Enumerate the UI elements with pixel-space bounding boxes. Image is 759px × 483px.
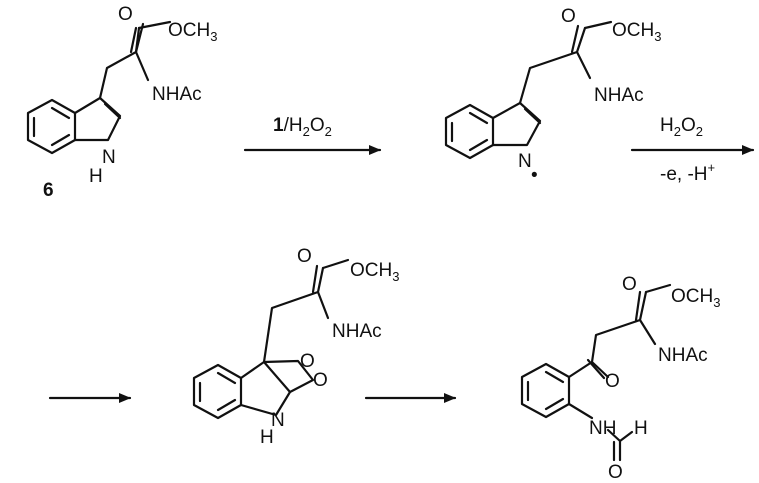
pyrrole-ring [73,96,122,142]
indolyl-radical: O OCH3 NHAc N • [444,6,661,186]
indole-h-label: H [89,166,103,187]
carbonyl-bond [129,22,145,54]
methoxy-label: OCH3 [168,20,217,44]
side-chain [98,26,150,100]
carbonyl-bond [570,24,580,54]
carbonyl-bond [311,264,319,294]
ester-o-label: O [622,274,637,295]
nhac-label: NHAc [658,345,708,366]
formyl-h-label: H [634,418,648,439]
carbonyl-bond [634,290,642,322]
indoline-ring [239,360,292,417]
benzene-double-bonds [32,106,71,147]
step2-reagent: H2O2 [660,115,703,139]
pyrrole-double-bond [103,102,122,120]
side-chain [567,290,657,379]
step2-conditions: -e, -H+ [660,160,715,185]
indoline-n-label: N [271,410,285,431]
side-chain [518,26,592,105]
radical-n-label: N [518,151,532,172]
step1-reagent: 1/H2O2 [273,115,332,139]
formamide-bonds [567,402,634,462]
benzene-double-bonds [526,370,565,411]
pyrrole-double-bond [523,107,542,125]
indoline-h-label: H [260,427,274,448]
nhac-label: NHAc [332,321,382,342]
benzene-double-bonds [198,371,237,412]
benzene-double-bonds [450,111,489,152]
methoxy-label: OCH3 [671,286,720,310]
dioxetane-ring [262,359,315,394]
product-n-formylkynurenine: O OCH3 NHAc O NH H O [520,274,720,483]
compound-number-6: 6 [43,180,54,201]
ester-o-label: O [118,4,133,25]
radical-dot: • [531,165,538,186]
nhac-label: NHAc [594,85,644,106]
ester-o-label: O [561,6,576,27]
indole-n-label: N [102,147,116,168]
side-chain [262,266,330,364]
dioxetane-o1-label: O [300,351,315,372]
ester-o-label: O [297,246,312,267]
ester-bond [583,20,613,30]
dioxetane-o2-label: O [313,370,328,391]
compound-6: O OCH3 NHAc N H 6 [26,4,217,201]
ketone-double-bond [586,358,606,380]
ester-bond [644,283,672,294]
pyrrole-ring [491,101,542,147]
ester-bond [321,258,350,270]
nhac-label: NHAc [152,84,202,105]
ketone-o-label: O [605,371,620,392]
methoxy-label: OCH3 [350,260,399,284]
methoxy-label: OCH3 [612,20,661,44]
formyl-o-label: O [608,462,623,483]
ester-bond [137,20,172,30]
dioxetane-intermediate: O OCH3 NHAc O O N H [192,246,399,448]
amide-nh-label: NH [589,418,616,439]
